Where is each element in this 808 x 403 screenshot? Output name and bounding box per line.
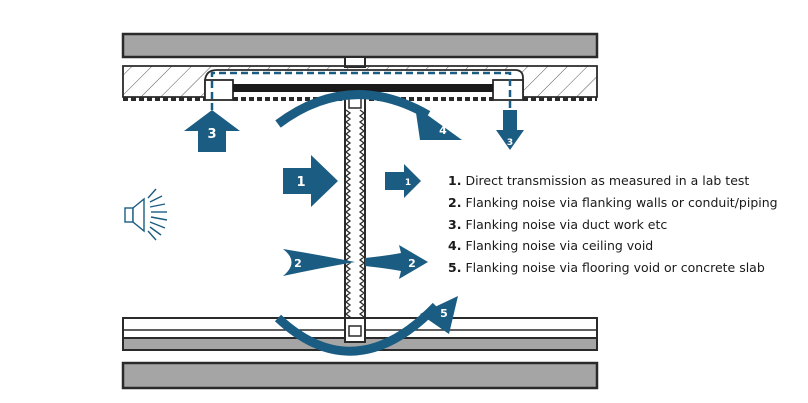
duct-boot-left bbox=[204, 79, 234, 101]
ceiling-board bbox=[233, 84, 493, 92]
legend-item-floor: 5.Flanking noise via flooring void or co… bbox=[448, 260, 765, 276]
duct-boot-right bbox=[492, 79, 524, 101]
arrow-floor-void: 5 bbox=[274, 296, 458, 356]
upper-concrete-slab bbox=[121, 32, 599, 59]
arrow-direct-in: 1 bbox=[283, 155, 338, 207]
svg-text:3: 3 bbox=[507, 138, 513, 148]
svg-text:1: 1 bbox=[405, 178, 411, 188]
partition-wall bbox=[344, 93, 366, 335]
svg-text:4: 4 bbox=[439, 124, 447, 137]
arrow-direct-out: 1 bbox=[385, 164, 421, 198]
legend-item-direct: 1.Direct transmission as measured in a l… bbox=[448, 173, 750, 188]
arrow-ceiling-void: 4 bbox=[275, 90, 462, 140]
speaker-icon bbox=[124, 188, 168, 241]
legend: 1.Direct transmission as measured in a l… bbox=[448, 170, 778, 279]
svg-text:3: 3 bbox=[207, 127, 216, 142]
legend-item-duct: 3.Flanking noise via duct work etc bbox=[448, 216, 668, 232]
arrow-flank-right: 2 bbox=[365, 245, 428, 279]
arrow-duct-out: 3 bbox=[496, 110, 524, 150]
arrow-flank-left: 2 bbox=[283, 249, 355, 276]
arrow-duct-in: 3 bbox=[184, 110, 240, 152]
svg-text:2: 2 bbox=[294, 257, 302, 270]
lower-concrete-slab bbox=[121, 361, 599, 390]
svg-text:1: 1 bbox=[296, 175, 305, 190]
legend-item-walls: 2.Flanking noise via flanking walls or c… bbox=[448, 194, 778, 210]
legend-item-ceiling: 4.Flanking noise via ceiling void bbox=[448, 238, 654, 254]
duct-path-dashed bbox=[210, 71, 512, 118]
svg-text:5: 5 bbox=[440, 307, 448, 320]
svg-text:2: 2 bbox=[408, 257, 416, 270]
